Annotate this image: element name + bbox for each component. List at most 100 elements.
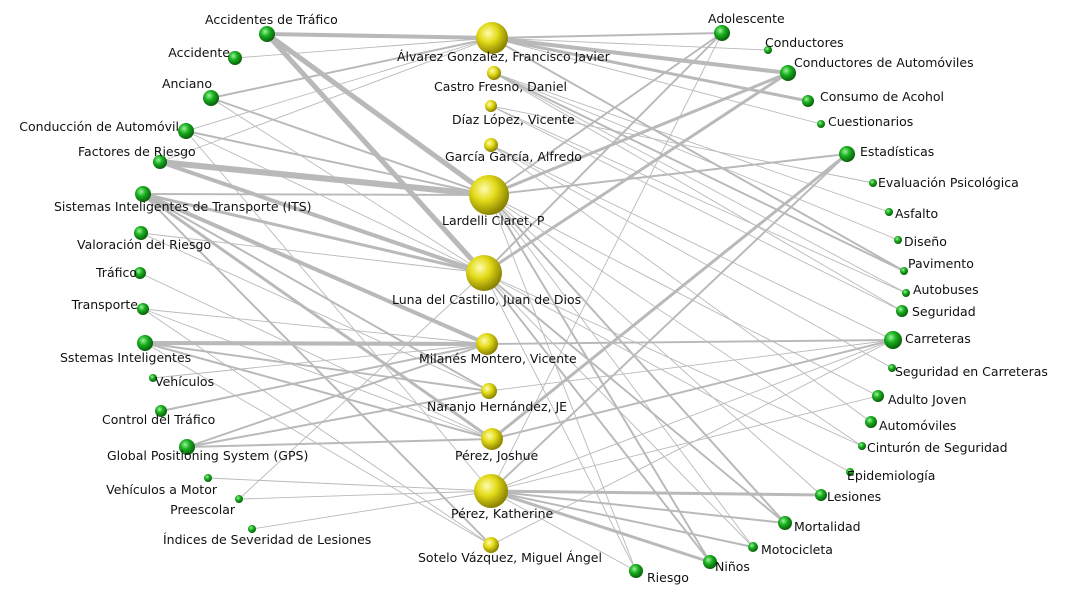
- keyword-node-k_accidente[interactable]: [228, 51, 242, 65]
- keyword-label-k_preescolar: Preescolar: [170, 502, 236, 517]
- keyword-node-k_conduccion[interactable]: [178, 123, 194, 139]
- edge-a_perezj-k_trafico: [139, 272, 493, 440]
- keyword-label-k_anciano: Anciano: [162, 76, 212, 91]
- author-node-a_castro[interactable]: [487, 66, 501, 80]
- author-label-a_castro: Castro Fresno, Daniel: [434, 79, 567, 94]
- keyword-label-k_seguridad: Seguridad: [912, 304, 976, 319]
- edge-a_alvarez-k_adolescente: [491, 32, 723, 39]
- edge-a_sotelo-k_transporte: [142, 308, 492, 546]
- keyword-node-k_estadisticas[interactable]: [839, 146, 855, 162]
- edge-a_lardelli-k_acctraf: [264, 31, 492, 198]
- author-label-a_luna: Luna del Castillo, Juan de Dios: [392, 292, 581, 307]
- edge-a_milanes-k_its: [140, 191, 490, 347]
- edge-a_sotelo-k_sstemas: [144, 342, 492, 546]
- author-node-a_luna[interactable]: [466, 255, 502, 291]
- edge-a_luna-k_ninos: [483, 272, 711, 563]
- keyword-label-k_conduccion: Conducción de Automóvil: [19, 119, 179, 134]
- keyword-node-k_diseno[interactable]: [894, 236, 902, 244]
- edge-a_perezk-k_indices: [251, 490, 492, 530]
- keyword-node-k_trafico[interactable]: [134, 267, 146, 279]
- keyword-node-k_mortalidad[interactable]: [778, 516, 792, 530]
- keyword-label-k_epidemiologia: Epidemiología: [847, 468, 935, 483]
- edge-a_lardelli-k_conduccion: [185, 130, 490, 196]
- edge-a_lardelli-k_anciano: [210, 97, 490, 196]
- author-node-a_garcia[interactable]: [484, 138, 498, 152]
- edge-a_castro-k_asfalto: [493, 72, 890, 213]
- author-node-a_naranjo[interactable]: [481, 383, 497, 399]
- keyword-node-k_indices[interactable]: [248, 525, 256, 533]
- edge-a_perezj-k_carreteras: [491, 339, 894, 440]
- edge-a_perezj-k_estadisticas: [490, 152, 849, 441]
- keyword-node-k_segcarr[interactable]: [888, 364, 896, 372]
- keyword-label-k_evalpsico: Evaluación Psicológica: [878, 175, 1019, 190]
- keyword-node-k_cuestionarios[interactable]: [817, 120, 825, 128]
- keyword-node-k_cinturon[interactable]: [858, 442, 866, 450]
- edge-a_perezj-k_sstemas: [144, 342, 493, 440]
- keyword-node-k_its[interactable]: [135, 186, 151, 202]
- keyword-node-k_gps[interactable]: [179, 439, 195, 455]
- keyword-node-k_motocicleta[interactable]: [748, 542, 758, 552]
- edge-a_milanes-k_carreteras: [486, 339, 894, 345]
- keyword-node-k_adolescente[interactable]: [714, 25, 730, 41]
- keyword-node-k_lesiones[interactable]: [815, 489, 827, 501]
- edge-a_perezk-k_adultojoven: [490, 395, 879, 492]
- keyword-node-k_anciano[interactable]: [203, 90, 219, 106]
- author-node-a_alvarez[interactable]: [476, 22, 508, 54]
- keyword-node-k_acctraf[interactable]: [259, 26, 275, 42]
- keyword-node-k_evalpsico[interactable]: [869, 179, 877, 187]
- edge-a_castro-k_seguridad: [493, 72, 903, 312]
- keyword-node-k_automoviles[interactable]: [865, 416, 877, 428]
- keyword-node-k_conductores[interactable]: [764, 46, 772, 54]
- keyword-node-k_transporte[interactable]: [137, 303, 149, 315]
- edge-a_perezk-k_lesiones: [489, 489, 823, 497]
- edge-a_lardelli-k_lesiones: [488, 194, 822, 496]
- author-node-a_perezk[interactable]: [474, 474, 508, 508]
- keyword-label-k_vehmotor: Vehículos a Motor: [106, 482, 218, 497]
- author-node-a_perezj[interactable]: [481, 428, 503, 450]
- edge-a_lardelli-k_mortalidad: [488, 194, 786, 524]
- keyword-node-k_carreteras[interactable]: [884, 331, 902, 349]
- edge-a_perezk-k_carreteras: [490, 339, 894, 492]
- keyword-node-k_ninos[interactable]: [703, 555, 717, 569]
- keyword-node-k_vehiculos[interactable]: [149, 374, 157, 382]
- keyword-node-k_epidemiologia[interactable]: [846, 468, 854, 476]
- keyword-node-k_adultojoven[interactable]: [872, 390, 884, 402]
- keyword-node-k_preescolar[interactable]: [235, 495, 243, 503]
- author-label-a_perezj: Pérez, Joshue: [455, 448, 539, 463]
- keyword-node-k_vehmotor[interactable]: [204, 474, 212, 482]
- keyword-node-k_valoracion[interactable]: [134, 226, 148, 240]
- author-node-a_lardelli[interactable]: [469, 175, 509, 215]
- keyword-node-k_seguridad[interactable]: [896, 305, 908, 317]
- keyword-node-k_factores[interactable]: [153, 155, 167, 169]
- edge-a_diaz-k_evalpsico: [490, 105, 874, 184]
- keyword-node-k_riesgo[interactable]: [629, 564, 643, 578]
- author-node-a_milanes[interactable]: [476, 333, 498, 355]
- edge-a_luna-k_adolescente: [483, 32, 723, 274]
- keyword-node-k_control[interactable]: [155, 405, 167, 417]
- edge-a_castro-k_pavimento: [493, 72, 905, 272]
- edge-a_sotelo-k_its: [142, 193, 492, 546]
- keyword-node-k_pavimento[interactable]: [900, 267, 908, 275]
- edge-a_perezk-k_ninos: [489, 489, 712, 564]
- keyword-label-k_adultojoven: Adulto Joven: [888, 392, 967, 407]
- keyword-label-k_lesiones: Lesiones: [827, 489, 881, 504]
- keyword-node-k_autobuses[interactable]: [902, 289, 910, 297]
- keyword-label-k_motocicleta: Motocicleta: [761, 542, 833, 557]
- keyword-node-k_asfalto[interactable]: [885, 208, 893, 216]
- edge-a_alvarez-k_accidente: [234, 37, 493, 59]
- keyword-node-k_consumo[interactable]: [802, 95, 814, 107]
- keyword-label-k_its: Sistemas Inteligentes de Transporte (ITS…: [54, 199, 312, 214]
- edge-a_lardelli-k_ninos: [488, 194, 711, 563]
- keyword-label-k_carreteras: Carreteras: [905, 331, 971, 346]
- keyword-node-k_sstemas[interactable]: [137, 335, 153, 351]
- keyword-label-k_trafico: Tráfico: [95, 265, 137, 280]
- author-node-a_diaz[interactable]: [485, 100, 497, 112]
- keyword-label-k_consumo: Consumo de Acohol: [820, 89, 944, 104]
- edge-a_perezk-k_motocicleta: [490, 490, 754, 548]
- keyword-node-k_condauto[interactable]: [780, 65, 796, 81]
- author-node-a_sotelo[interactable]: [483, 537, 499, 553]
- keyword-label-k_accidente: Accidente: [168, 45, 230, 60]
- edge-a_perezj-k_gps: [186, 438, 493, 448]
- keyword-label-k_vehiculos: Vehículos: [155, 374, 214, 389]
- keyword-label-k_control: Control del Tráfico: [102, 412, 215, 427]
